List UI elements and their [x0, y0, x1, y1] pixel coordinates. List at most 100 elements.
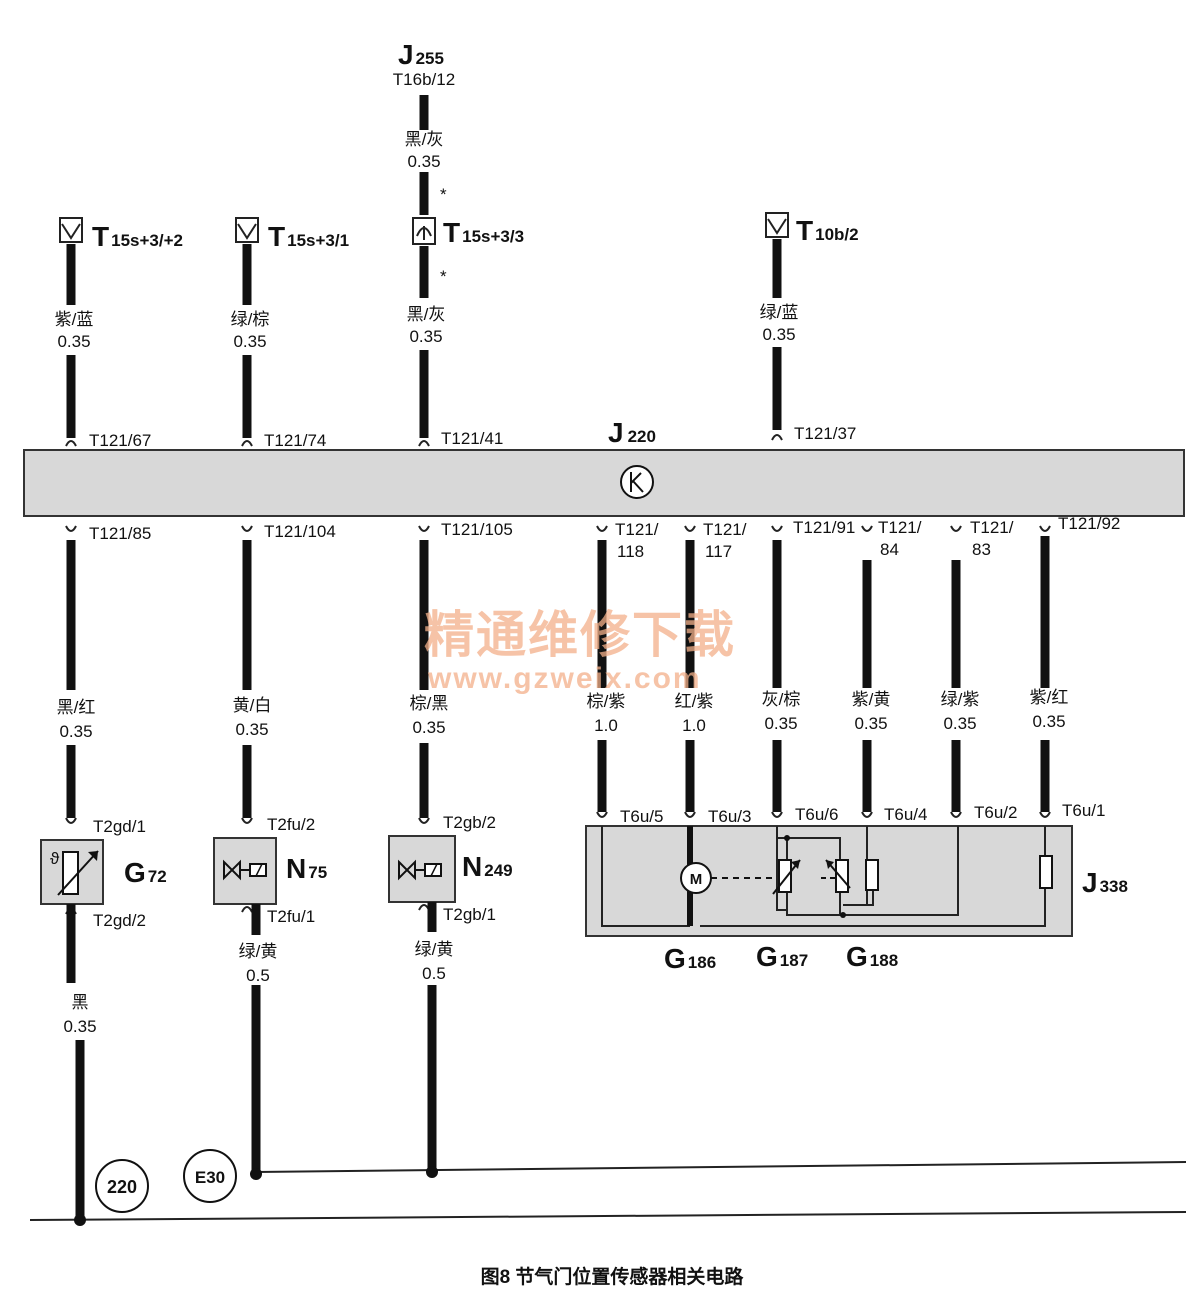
wire-gauge-label: 0.35: [409, 327, 442, 346]
watermark-text: 精通维修下载: [424, 605, 736, 664]
ecu-pin-label: T121/37: [794, 424, 856, 443]
g72-sensor: ϑ: [40, 839, 104, 905]
wire-gauge-label: 0.35: [59, 722, 92, 741]
ground-line-e30: [255, 1161, 1187, 1173]
comp-pin-label: T2gd/2: [93, 911, 146, 930]
ecu-pin-label: T121/92: [1058, 514, 1120, 533]
wire-star-2: *: [440, 267, 447, 286]
wire-color-label: 绿/黄: [415, 940, 454, 959]
wire-color-label: 绿/棕: [231, 310, 270, 329]
pin-arc: [241, 440, 253, 447]
wire-gauge-label: 0.35: [762, 325, 795, 344]
ecu-pin-label: T121/: [878, 518, 922, 537]
figure-caption: 图8 节气门位置传感器相关电路: [481, 1265, 745, 1288]
junction-dot: [426, 1166, 438, 1178]
j255-wire-color: 黑/灰: [405, 130, 444, 149]
ecu-pin-label: T121/: [970, 518, 1014, 537]
bottom-pin-arcs: [65, 525, 1051, 532]
watermark-url: www.gzweix.com: [427, 662, 702, 695]
ground-point-220: 220: [95, 1159, 149, 1213]
wire-color-label: 绿/紫: [941, 690, 980, 709]
comp-pin-label: T6u/3: [708, 807, 751, 826]
wire-gauge-label: 0.35: [854, 714, 887, 733]
ecu-pin-label: 117: [705, 542, 732, 561]
ecu-pin-label: 84: [880, 540, 899, 559]
wire-color-label: 紫/红: [1030, 688, 1069, 707]
comp-pin-label: T6u/6: [795, 805, 838, 824]
wire-color-label: 黑/红: [57, 698, 96, 717]
temp-sensor-icon: ϑ: [50, 849, 60, 868]
comp-pin-label: T6u/5: [620, 807, 663, 826]
ecu-pin-label: T121/85: [89, 524, 151, 543]
pin-arc: [418, 440, 430, 447]
comp-pin-label: T2fu/2: [267, 815, 315, 834]
ground-line-220: [29, 1211, 1187, 1221]
ecu-pin-label: T121/104: [264, 522, 336, 541]
ecu-pin-label: T121/: [615, 520, 659, 539]
wire-gauge-label: 0.35: [57, 332, 90, 351]
bottom-wires: [66, 536, 1050, 818]
junction-dot: [250, 1168, 262, 1180]
ground-point-e30: E30: [183, 1149, 237, 1203]
connector-icon: [765, 212, 789, 238]
wire-gauge-label: 0.5: [246, 966, 270, 985]
wire-color-label: 棕/黑: [410, 694, 449, 713]
j338-throttle-module: M: [585, 825, 1073, 937]
junction-dot: [74, 1214, 86, 1226]
motor-label: M: [690, 871, 703, 888]
ecu-k-icon: [620, 465, 654, 499]
wire-gauge-label: 0.35: [63, 1017, 96, 1036]
wire-star-1: *: [440, 185, 447, 204]
wire-gauge-label: 0.35: [235, 720, 268, 739]
ecu-pin-label: T121/: [703, 520, 747, 539]
ecu-j220-bar: [23, 449, 1185, 517]
wire-gauge-label: 0.35: [943, 714, 976, 733]
comp-pin-label: T6u/2: [974, 803, 1017, 822]
wire-color-label: 棕/紫: [587, 692, 626, 711]
svg-text:220: 220: [107, 1177, 137, 1197]
ecu-pin-label: T121/74: [264, 431, 326, 450]
svg-text:E30: E30: [195, 1168, 225, 1187]
n249-valve: [388, 835, 456, 903]
comp-pin-label: T6u/1: [1062, 801, 1105, 820]
pin-arc: [241, 906, 253, 913]
ecu-pin-label: 118: [617, 542, 644, 561]
ecu-pin-label: T121/105: [441, 520, 513, 539]
pin-arc: [65, 440, 77, 447]
ecu-pin-label: T121/91: [793, 518, 855, 537]
ecu-pin-label: T121/41: [441, 429, 503, 448]
comp-pin-label: T2gb/1: [443, 905, 496, 924]
wire-gauge-label: 1.0: [594, 716, 618, 735]
wire-color-label: 灰/棕: [762, 690, 801, 709]
comp-pin-label: T2gb/2: [443, 813, 496, 832]
comp-pin-label: T2fu/1: [267, 907, 315, 926]
wire-gauge-label: 0.35: [1032, 712, 1065, 731]
wire-color-label: 黑/灰: [407, 305, 446, 324]
wire-color-label: 黄/白: [233, 696, 272, 715]
comp-pin-label: T6u/4: [884, 805, 927, 824]
wire-color-label: 紫/蓝: [55, 310, 94, 329]
connector-icon: [59, 217, 83, 243]
j255-pin: T16b/12: [393, 70, 455, 89]
wire-color-label: 黑: [72, 993, 89, 1012]
connector-icon: [235, 217, 259, 243]
wire-color-label: 紫/黄: [852, 690, 891, 709]
wire-color-label: 绿/黄: [239, 942, 278, 961]
wire-color-label: 红/紫: [675, 692, 714, 711]
n75-valve: [213, 837, 277, 905]
component-pin-arcs: [65, 811, 1051, 824]
